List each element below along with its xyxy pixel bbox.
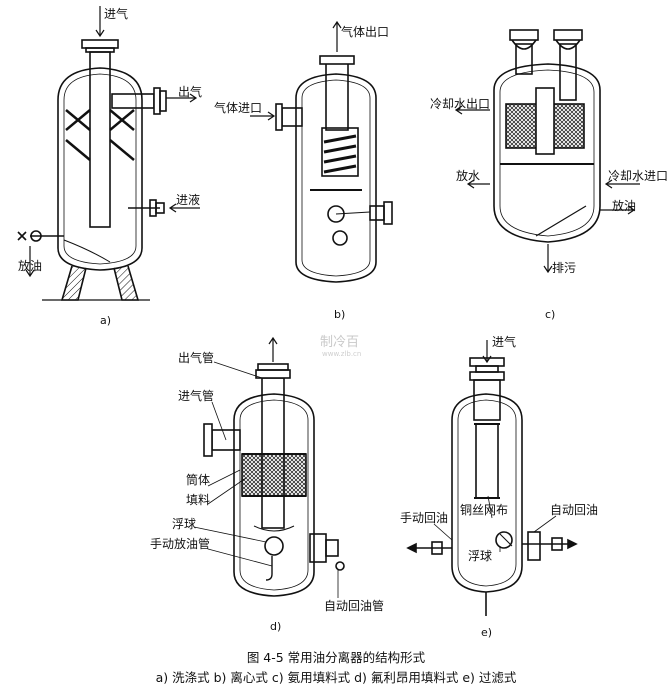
letter-c: c) [545, 308, 555, 321]
vessel-c-shell [493, 63, 601, 243]
watermark-logo: 制冷百 [320, 335, 359, 350]
diagram-a-washing [17, 6, 200, 301]
watermark-url: www.zlb.cn [322, 350, 361, 358]
label-d-manual-oil: 手动放油管 [150, 536, 210, 551]
label-e-mesh: 铜丝网布 [460, 502, 508, 517]
letter-a: a) [100, 314, 111, 327]
label-d-auto-oil: 自动回油管 [324, 598, 384, 613]
label-a-liquid-in: 进液 [176, 192, 200, 207]
diagram-e-filter [406, 340, 578, 616]
label-c-sewage: 排污 [552, 261, 576, 275]
letter-b: b) [334, 308, 345, 321]
label-a-outlet: 出气 [178, 84, 202, 99]
vessel-e-shell [451, 393, 523, 593]
label-d-inlet-pipe: 进气管 [178, 388, 214, 403]
label-e-auto-return: 自动回油 [550, 503, 598, 517]
label-d-outlet-pipe: 出气管 [178, 350, 214, 365]
packing-d [241, 453, 307, 497]
label-b-gas-outlet: 气体出口 [341, 24, 389, 39]
vessel-a-shell [57, 67, 143, 271]
letter-e: e) [481, 626, 492, 639]
mesh-e [475, 423, 499, 499]
vessel-d-shell [233, 393, 315, 597]
label-e-float: 浮球 [468, 549, 492, 563]
letter-d: d) [270, 620, 281, 633]
label-c-cooling-in: 冷却水进口 [608, 169, 668, 183]
inlet-pipe-a [89, 51, 111, 228]
label-c-drain-water: 放水 [456, 168, 480, 183]
label-b-gas-inlet: 气体进口 [214, 100, 262, 115]
diagram-d-freon-packed [193, 336, 345, 598]
label-d-packing: 填料 [186, 493, 210, 507]
label-a-oil-drain: 放油 [18, 258, 42, 273]
label-a-inlet: 进气 [104, 6, 128, 21]
label-c-cooling-out: 冷却水出口 [430, 97, 490, 111]
label-d-shell: 筒体 [186, 472, 210, 487]
vessel-b-shell [295, 73, 377, 283]
figure-caption: 图 4-5 常用油分离器的结构形式 [247, 650, 426, 665]
diagram-c-ammonia-packed [454, 29, 640, 274]
diagram-b-centrifugal [250, 20, 393, 283]
label-e-inlet: 进气 [492, 334, 516, 349]
label-d-float: 浮球 [172, 517, 196, 531]
label-c-oil-drain: 放油 [612, 198, 636, 213]
label-e-manual-return: 手动回油 [400, 511, 448, 525]
figure-subcaption: a) 洗涤式 b) 离心式 c) 氨用填料式 d) 氟利昂用填料式 e) 过滤式 [156, 670, 517, 685]
